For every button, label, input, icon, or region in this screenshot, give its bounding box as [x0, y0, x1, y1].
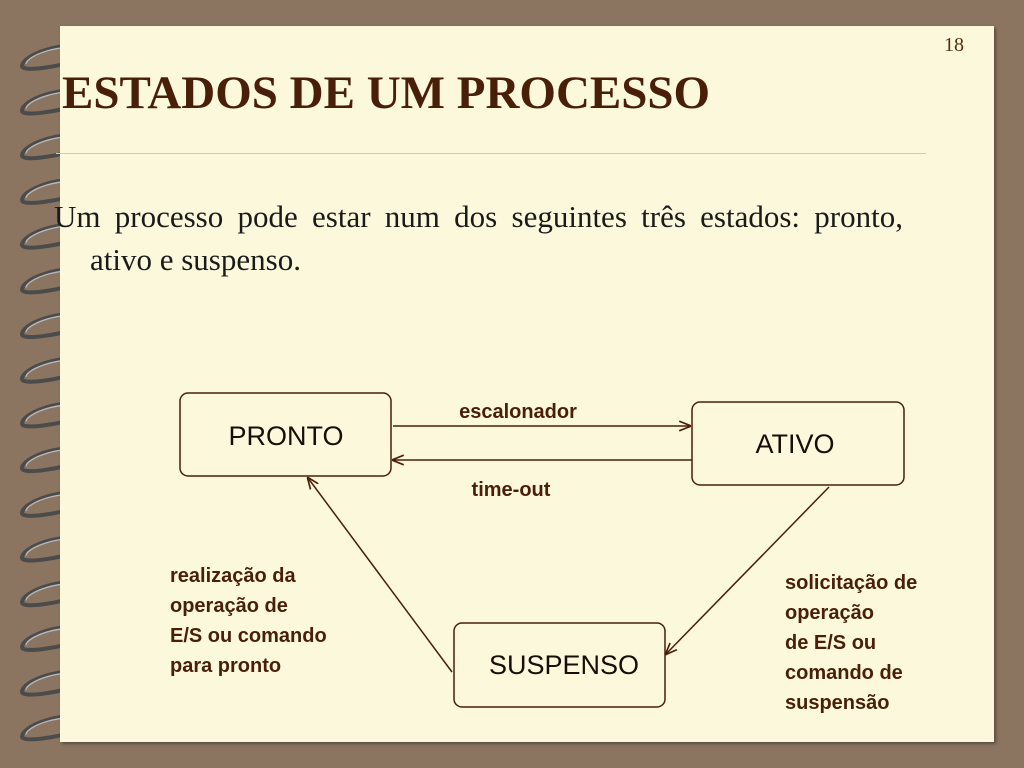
title-divider — [56, 153, 926, 154]
slide-body-text: Um processo pode estar num dos seguintes… — [54, 199, 903, 277]
edge-label-realizacao: realização da operação de E/S ou comando… — [170, 565, 332, 677]
node-suspenso-label: SUSPENSO — [489, 650, 639, 680]
edge-label-realizacao-line: E/S ou comando — [170, 625, 327, 647]
edge-label-solicitacao-line: operação — [785, 602, 874, 624]
edge-label-solicitacao-line: comando de — [785, 662, 903, 684]
node-ativo-box — [691, 401, 905, 486]
edge-label-realizacao-line: operação de — [170, 595, 288, 617]
page-number: 18 — [944, 34, 964, 56]
edge-label-solicitacao: solicitação de operação de E/S ou comand… — [785, 572, 923, 714]
slide-page: 18 — [60, 26, 994, 742]
edge-label-timeout: time-out — [472, 479, 551, 501]
edge-label-solicitacao-line: de E/S ou — [785, 632, 876, 654]
edge-label-escalonador: escalonador — [459, 401, 577, 423]
slide-title: ESTADOS DE UM PROCESSO — [62, 67, 711, 119]
node-pronto-box — [179, 392, 392, 477]
arrow-suspenso-to-pronto — [308, 478, 453, 673]
edge-label-solicitacao-line: solicitação de — [785, 572, 917, 594]
edge-label-realizacao-line: realização da — [170, 565, 297, 587]
node-suspenso: SUSPENSO — [453, 622, 666, 708]
edge-label-realizacao-line: para pronto — [170, 655, 281, 677]
node-ativo-label: ATIVO — [755, 429, 834, 459]
node-pronto: PRONTO — [179, 392, 392, 477]
node-ativo: ATIVO — [691, 401, 905, 486]
node-pronto-label: PRONTO — [228, 421, 343, 451]
node-suspenso-box — [453, 622, 666, 708]
arrow-ativo-to-suspenso — [666, 486, 830, 654]
edge-label-solicitacao-line: suspensão — [785, 692, 889, 714]
